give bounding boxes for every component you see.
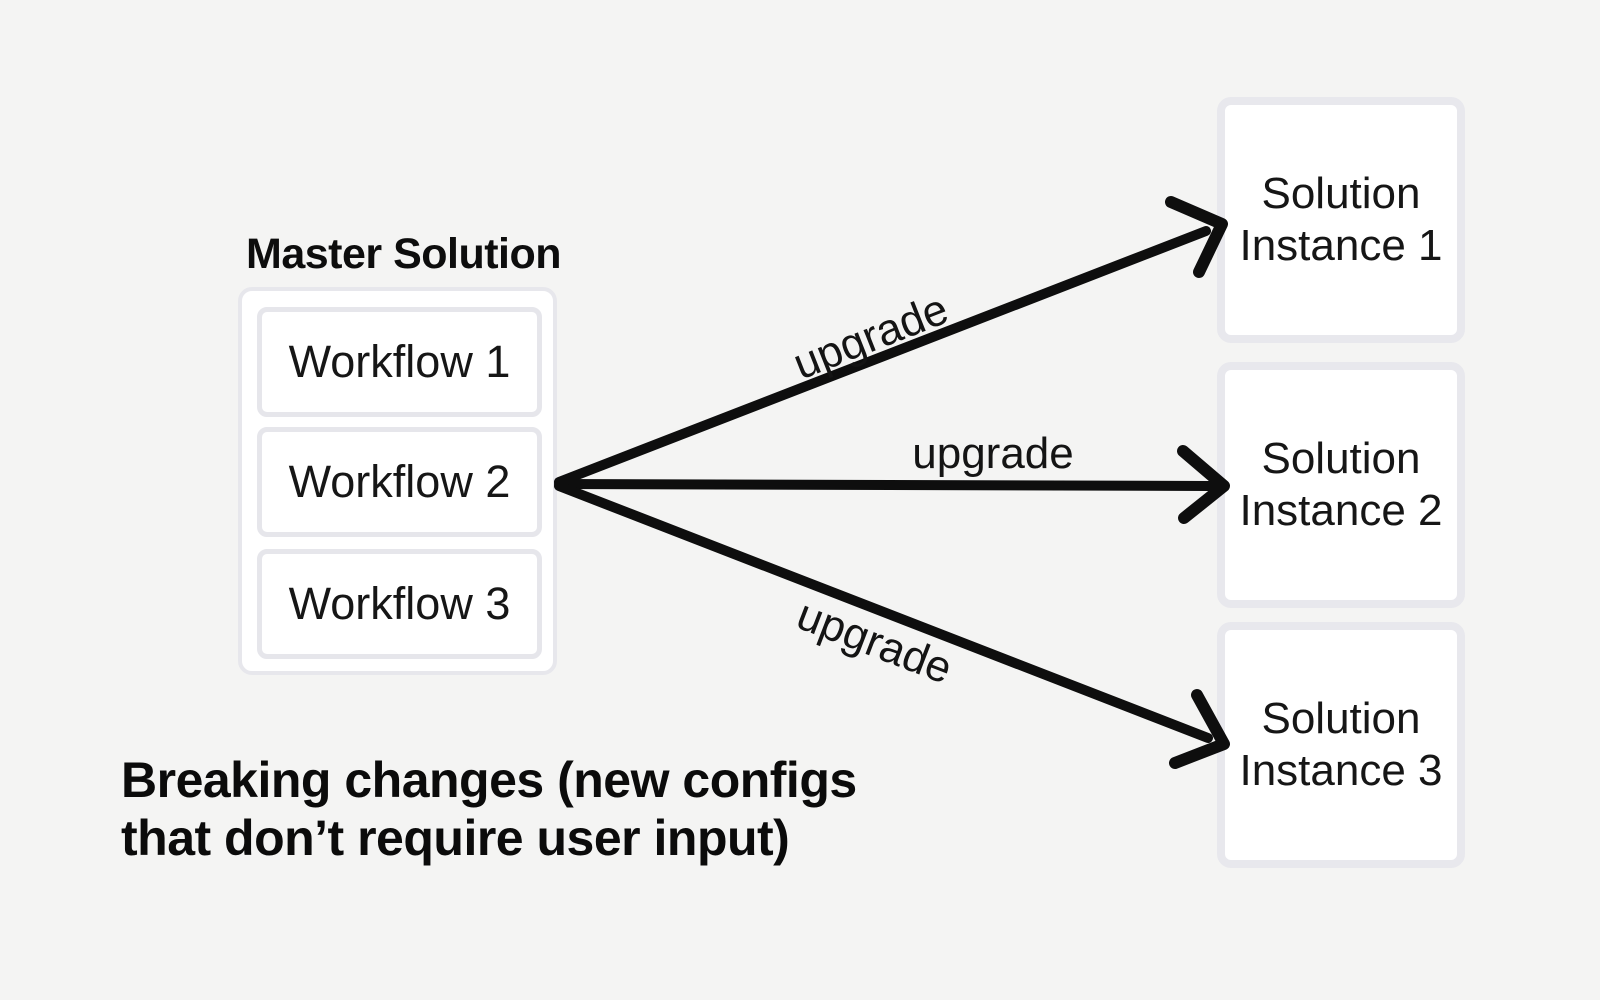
solution-instance-3-line1: Solution — [1261, 694, 1421, 743]
solution-instance-1-node: Solution Instance 1 — [1217, 97, 1465, 343]
caption-line-1: Breaking changes (new configs — [121, 752, 857, 808]
solution-instance-2-node: Solution Instance 2 — [1217, 362, 1465, 608]
solution-instance-1-line1: Solution — [1261, 169, 1421, 218]
master-solution-title: Master Solution — [246, 230, 562, 278]
upgrade-label-1: upgrade — [787, 284, 955, 389]
workflow-3-node: Workflow 3 — [257, 549, 542, 659]
workflow-2-label: Workflow 2 — [288, 456, 511, 507]
solution-instance-2-line2: Instance 2 — [1239, 486, 1443, 535]
solution-instance-1-line2: Instance 1 — [1239, 221, 1443, 270]
workflow-1-label: Workflow 1 — [288, 336, 511, 387]
solution-instance-2-line1: Solution — [1261, 434, 1421, 483]
upgrade-label-2: upgrade — [912, 429, 1073, 478]
caption: Breaking changes (new configs that don’t… — [121, 751, 857, 867]
solution-instance-3-line2: Instance 3 — [1239, 746, 1443, 795]
workflow-3-label: Workflow 3 — [288, 578, 511, 629]
workflow-2-node: Workflow 2 — [257, 427, 542, 537]
caption-line-2: that don’t require user input) — [121, 810, 790, 866]
workflow-1-node: Workflow 1 — [257, 307, 542, 417]
solution-instance-3-node: Solution Instance 3 — [1217, 622, 1465, 868]
upgrade-arrow-2-icon — [554, 445, 1230, 524]
upgrade-arrow-3-icon — [554, 481, 1230, 769]
upgrade-arrow-1-icon — [554, 196, 1228, 487]
upgrade-label-3: upgrade — [790, 590, 958, 694]
